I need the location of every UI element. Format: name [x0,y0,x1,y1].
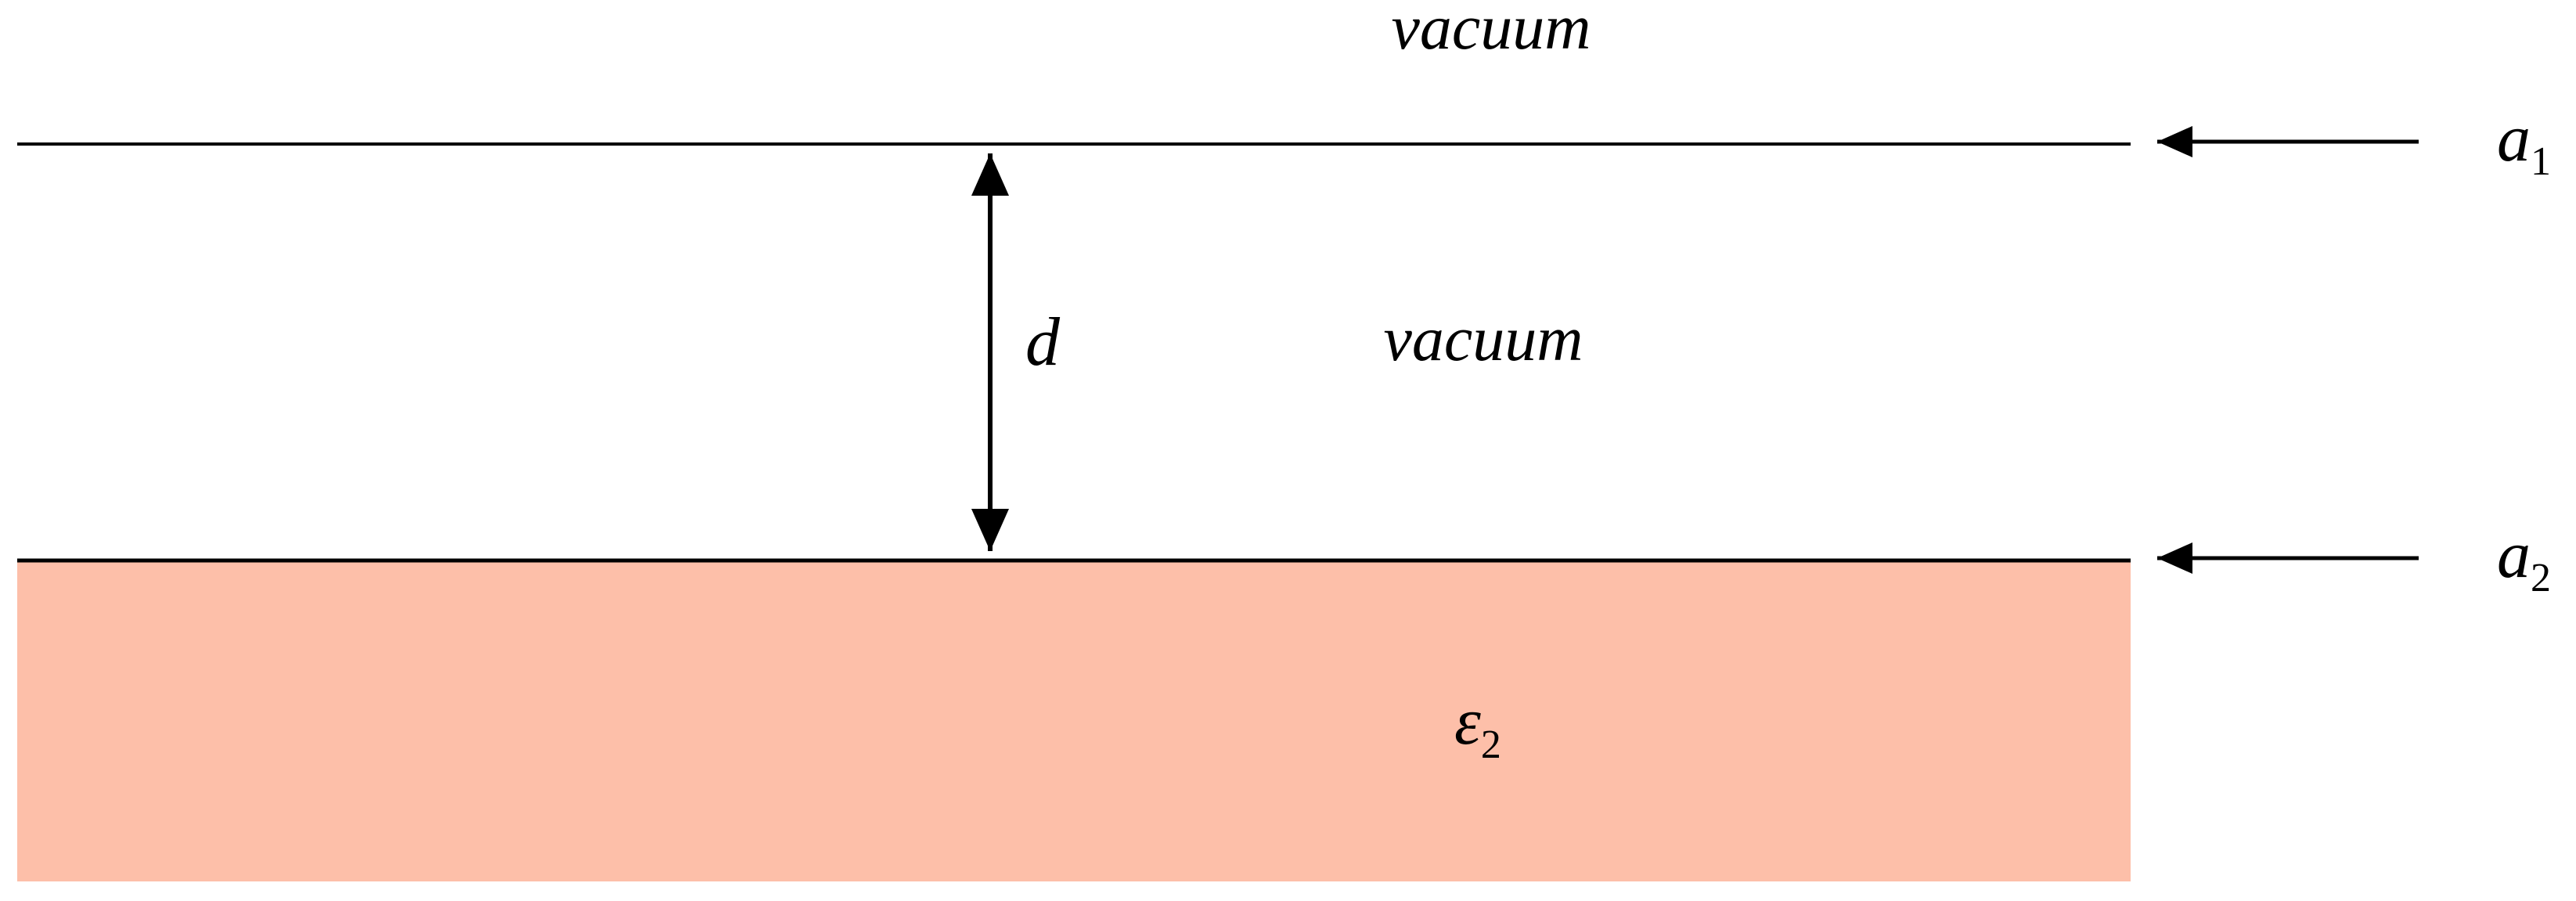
substrate-region [17,560,2131,881]
interface-a2-label: a2 [2497,517,2551,600]
interface-a2-symbol: a [2497,517,2531,592]
separation-label: d [1025,305,1061,380]
interface-a1-label: a1 [2497,100,2551,184]
interface-a2-subscript: 2 [2531,556,2551,600]
interface-a1-subscript: 1 [2531,139,2551,184]
gap-region-label: vacuum [1383,303,1583,374]
substrate-symbol: ε [1454,683,1481,759]
substrate-label: ε2 [1454,683,1501,767]
substrate-subscript: 2 [1481,723,1501,767]
interface-a1-symbol: a [2497,100,2531,175]
top-region-label: vacuum [1391,0,1591,63]
